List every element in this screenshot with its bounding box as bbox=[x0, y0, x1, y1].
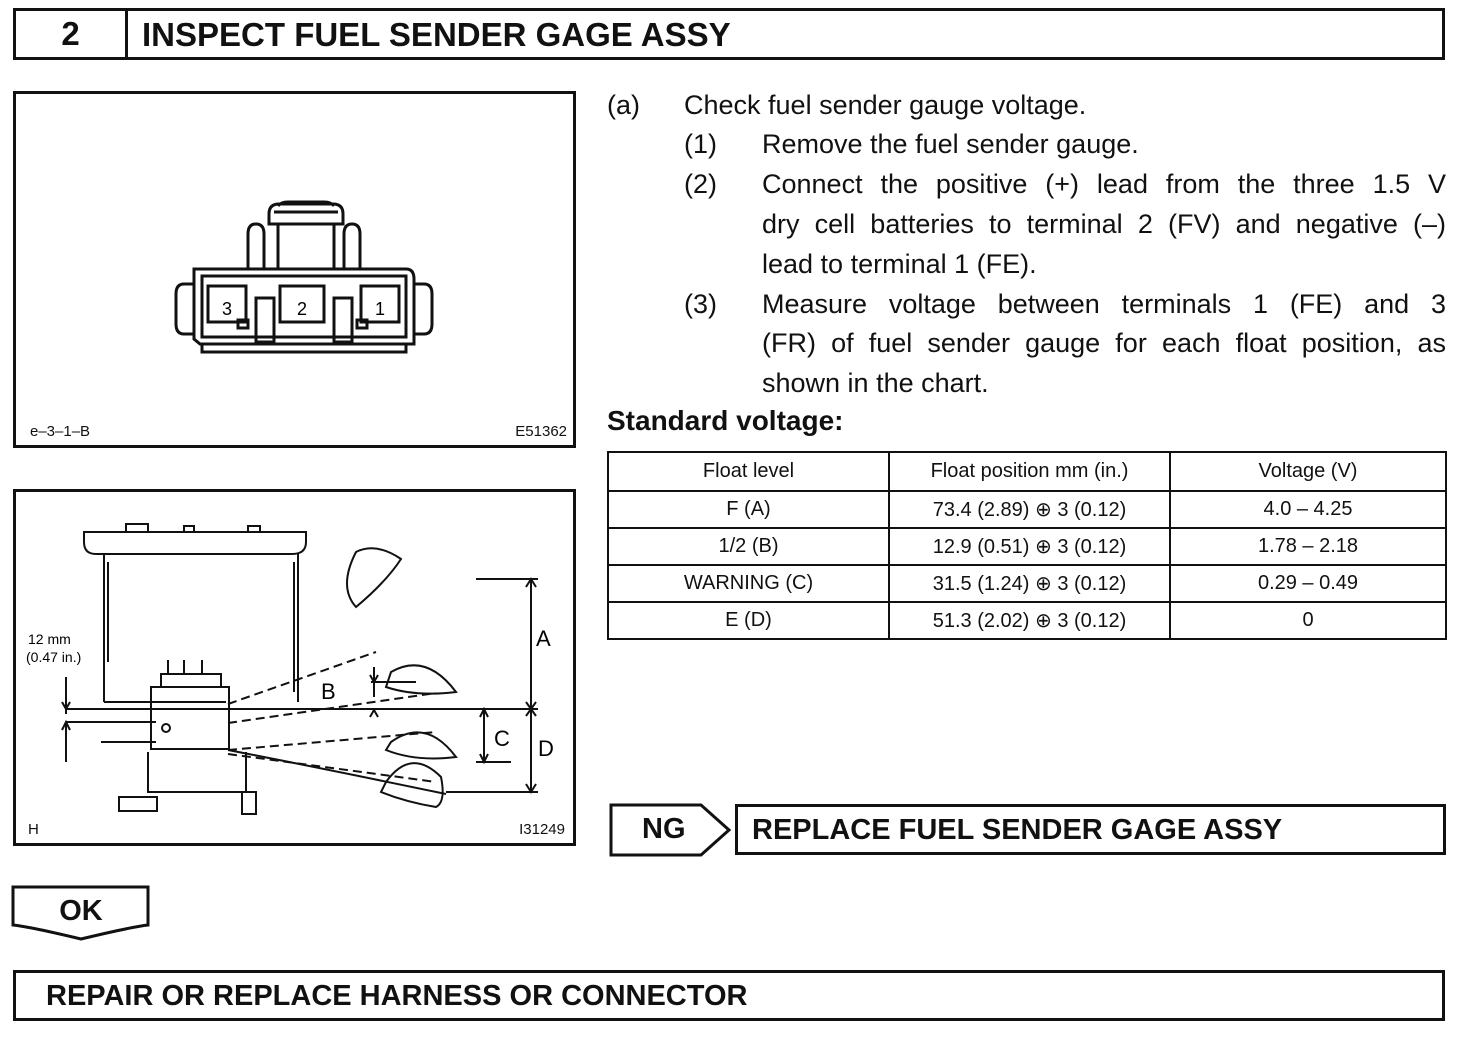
pin-label: 1 bbox=[375, 299, 385, 319]
step-3-line: Measure voltage between terminals 1 (FE)… bbox=[762, 289, 1446, 319]
connector-drawing: 3 2 1 bbox=[174, 200, 434, 354]
step-2-label: (2) bbox=[684, 169, 717, 199]
table-cell: 51.3 (2.02) ⊕ 3 (0.12) bbox=[888, 601, 1171, 640]
dimension-label: C bbox=[494, 726, 510, 751]
ng-action: REPLACE FUEL SENDER GAGE ASSY bbox=[735, 804, 1446, 855]
table-cell: E (D) bbox=[607, 601, 890, 640]
step-3-line: (FR) of fuel sender gauge for each float… bbox=[762, 328, 1446, 358]
step-3-label: (3) bbox=[684, 289, 717, 319]
step-3-line: shown in the chart. bbox=[762, 368, 989, 398]
dimension-label: A bbox=[536, 626, 551, 651]
table-cell: 0.29 – 0.49 bbox=[1169, 564, 1447, 603]
column-header: Voltage (V) bbox=[1169, 451, 1447, 492]
table-row: 1/2 (B) 12.9 (0.51) ⊕ 3 (0.12) 1.78 – 2.… bbox=[607, 527, 1447, 566]
ok-arrow-box bbox=[11, 885, 150, 941]
table-cell: 0 bbox=[1169, 601, 1447, 640]
pin-label: 3 bbox=[222, 299, 232, 319]
step-1-label: (1) bbox=[684, 129, 717, 159]
table-row: WARNING (C) 31.5 (1.24) ⊕ 3 (0.12) 0.29 … bbox=[607, 564, 1447, 603]
step-2-line: lead to terminal 1 (FE). bbox=[762, 249, 1037, 279]
float-drawing: A B C D 12 mm (0.47 in.) bbox=[26, 523, 554, 815]
table-row: E (D) 51.3 (2.02) ⊕ 3 (0.12) 0 bbox=[607, 601, 1447, 640]
step-1-text: Remove the fuel sender gauge. bbox=[762, 129, 1139, 159]
figure-code-left: H bbox=[28, 821, 39, 838]
connector-figure: 3 2 1 e–3–1–B E51362 bbox=[13, 91, 576, 448]
column-header: Float position mm (in.) bbox=[888, 451, 1171, 492]
ok-label: OK bbox=[59, 895, 103, 927]
section-header: 2 INSPECT FUEL SENDER GAGE ASSY bbox=[13, 8, 1445, 60]
column-header: Float level bbox=[607, 451, 890, 492]
figure-code-right: I31249 bbox=[519, 821, 565, 838]
table-cell: 1/2 (B) bbox=[607, 527, 890, 566]
step-2-line: dry cell batteries to terminal 2 (FV) an… bbox=[762, 209, 1446, 239]
table-row: F (A) 73.4 (2.89) ⊕ 3 (0.12) 4.0 – 4.25 bbox=[607, 490, 1447, 529]
ok-action: REPAIR OR REPLACE HARNESS OR CONNECTOR bbox=[13, 970, 1445, 1021]
section-title: INSPECT FUEL SENDER GAGE ASSY bbox=[142, 16, 731, 53]
table-cell: 31.5 (1.24) ⊕ 3 (0.12) bbox=[888, 564, 1171, 603]
ng-label: NG bbox=[642, 813, 686, 845]
step-a-label: (a) bbox=[607, 90, 640, 120]
table-cell: WARNING (C) bbox=[607, 564, 890, 603]
float-position-figure: A B C D 12 mm (0.47 in.) H I31249 bbox=[13, 489, 576, 846]
pin-label: 2 bbox=[297, 299, 307, 319]
figure-code-left: e–3–1–B bbox=[30, 423, 91, 440]
step-a-text: Check fuel sender gauge voltage. bbox=[684, 90, 1087, 120]
table-cell: F (A) bbox=[607, 490, 890, 529]
table-header-row: Float level Float position mm (in.) Volt… bbox=[607, 451, 1447, 492]
figure-code-right: E51362 bbox=[515, 423, 567, 440]
dimension-in: (0.47 in.) bbox=[26, 649, 81, 665]
step-number: 2 bbox=[16, 11, 128, 57]
table-cell: 4.0 – 4.25 bbox=[1169, 490, 1447, 529]
table-cell: 1.78 – 2.18 bbox=[1169, 527, 1447, 566]
standard-voltage-title: Standard voltage: bbox=[607, 405, 844, 436]
step-2-line: Connect the positive (+) lead from the t… bbox=[762, 169, 1446, 199]
dimension-label: D bbox=[538, 736, 554, 761]
dimension-label: B bbox=[321, 679, 336, 704]
voltage-table: Float level Float position mm (in.) Volt… bbox=[607, 451, 1447, 640]
table-cell: 73.4 (2.89) ⊕ 3 (0.12) bbox=[888, 490, 1171, 529]
table-cell: 12.9 (0.51) ⊕ 3 (0.12) bbox=[888, 527, 1171, 566]
dimension-mm: 12 mm bbox=[28, 631, 71, 647]
ng-arrow-box bbox=[609, 803, 732, 857]
